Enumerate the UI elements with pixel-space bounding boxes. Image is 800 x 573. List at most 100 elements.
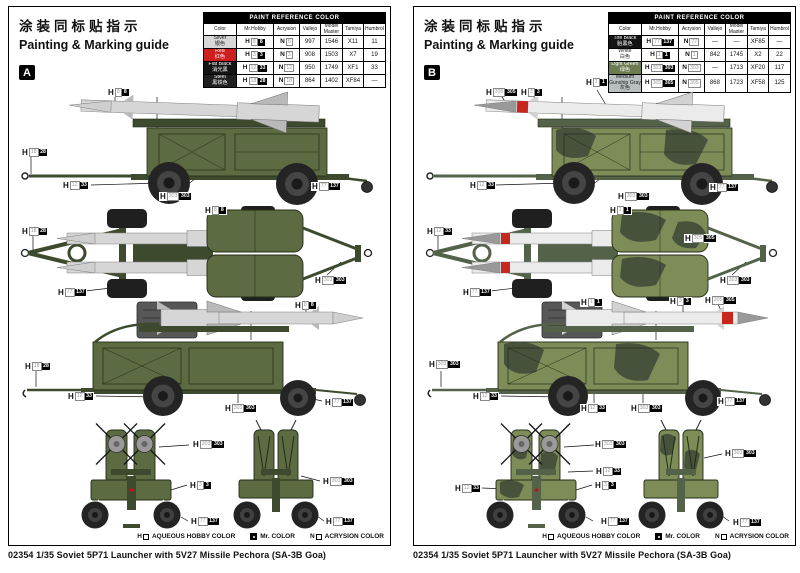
product-title: 02354 1/35 Soviet 5P71 Launcher with 5V2… <box>8 550 327 560</box>
acrysion-number: 3 <box>285 50 293 60</box>
color-swatch-cell: Light Green 绿色 <box>607 61 642 75</box>
mr-color-number: 303 <box>663 64 675 72</box>
color-name: Flat Black <box>208 61 232 68</box>
color-name: Steel <box>214 74 226 81</box>
missile-graphic <box>69 91 320 134</box>
col-humbrol: Humbrol <box>362 23 387 36</box>
view-side-travel: H 8 8 H 18 28 H 12 33 H <box>11 296 388 422</box>
acrysion-number: 1 <box>690 50 698 60</box>
acrysion-number: 18 <box>284 76 295 86</box>
humbrol-value: 22 <box>767 48 792 62</box>
acrysion-number: 8 <box>285 37 293 47</box>
col-vallejo: Vallejo <box>298 23 321 36</box>
aqueous-prefix: H <box>650 50 655 58</box>
vallejo-value: 950 <box>298 61 321 75</box>
paint-reference-table: PAINT REFERENCE COLOR Color Mr.Hobby Acr… <box>202 12 387 88</box>
white-box-icon <box>547 533 554 540</box>
aqueous-number: 77 <box>652 37 662 47</box>
modelmaster-value: 1749 <box>319 61 343 75</box>
col-color: Color <box>607 23 642 36</box>
tamiya-value: X11 <box>341 35 364 49</box>
col-color: Color <box>202 23 237 36</box>
rear-view-graphic <box>638 419 724 529</box>
top-view-illustration <box>425 206 778 301</box>
drawbar-graphic <box>22 388 93 398</box>
tamiya-value: X7 <box>341 48 364 62</box>
panel-title-chinese: 涂装同标贴指示 <box>424 19 547 34</box>
col-humbrol: Humbrol <box>767 23 792 36</box>
vallejo-value: 842 <box>703 48 726 62</box>
legend-mr-label: Mr. COLOR <box>260 533 295 540</box>
color-name: White <box>618 48 632 55</box>
color-swatch-cell: White 白色 <box>607 48 642 62</box>
white-box-icon <box>720 533 727 540</box>
paint-reference-table: PAINT REFERENCE COLOR Color Mr.Hobby Acr… <box>607 12 792 94</box>
color-name-cn: 白色 <box>619 54 631 60</box>
aqueous-number: 12 <box>248 63 259 73</box>
top-view-illustration <box>20 206 373 301</box>
color-name: Tire Black <box>613 35 637 42</box>
paint-table-header-row: Color Mr.Hobby Acrysion Vallejo Model Ma… <box>202 23 387 36</box>
white-box-icon <box>315 533 322 540</box>
paint-table-header-row: Color Mr.Hobby Acrysion Vallejo Model Ma… <box>607 23 792 36</box>
modelmaster-value: 1713 <box>724 61 748 75</box>
humbrol-value: — <box>767 35 792 49</box>
side-elevated-illustration <box>21 91 373 205</box>
aqueous-number: 18 <box>248 76 259 86</box>
panel-b-titles: 涂装同标贴指示 Painting & Marking guide <box>424 15 574 52</box>
mr-color-number: 1 <box>599 79 607 86</box>
rear-frame-graphic <box>302 226 373 281</box>
trailer-body-graphic <box>486 322 721 394</box>
acrysion-number: 12 <box>284 63 295 73</box>
humbrol-value: 11 <box>362 35 387 49</box>
acrysion-prefix: N <box>682 63 687 71</box>
front-view-graphic <box>486 423 586 529</box>
side-travel-illustration <box>22 300 366 416</box>
view-side-elevated: H 8 8 H 18 28 H 12 33 H <box>11 86 388 206</box>
aqueous-number: 8 <box>250 37 258 47</box>
paint-table-title: PAINT REFERENCE COLOR <box>202 12 387 24</box>
aqueous-prefix: H <box>242 76 248 84</box>
front-rear-illustration <box>481 419 730 529</box>
tamiya-value: XF85 <box>746 35 769 49</box>
humbrol-value: 125 <box>767 73 792 94</box>
view-top: H 1 1 H 12 33 H 77 137 H <box>416 206 793 301</box>
acrysion-number: 305 <box>687 79 701 88</box>
panel-title-chinese: 涂装同标贴指示 <box>19 19 142 34</box>
legend-acrysion-label: ACRYSION COLOR <box>729 533 789 540</box>
view-top: H 8 8 H 18 28 H 77 137 H <box>11 206 388 301</box>
white-box-icon <box>142 533 149 540</box>
color-name: Light Green <box>611 61 639 68</box>
front-view-graphic <box>81 423 181 529</box>
modelmaster-value: 1546 <box>319 35 343 49</box>
color-swatch-cell: Silver 银色 <box>202 35 237 49</box>
drawbar-graphic <box>426 172 554 180</box>
side-elevated-illustration <box>426 89 778 205</box>
panel-b: 涂装同标贴指示 Painting & Marking guide B PAINT… <box>413 6 796 560</box>
col-modelmaster: Model Master <box>319 23 343 36</box>
launch-rail-covers-graphic <box>611 209 709 298</box>
aqueous-prefix: H <box>644 79 650 87</box>
color-name-cn: 绿色 <box>619 67 631 73</box>
mr-color-number: 137 <box>661 38 674 46</box>
drawbar-graphic <box>21 172 149 180</box>
color-name: Silver <box>213 35 227 42</box>
mr-color-number: 28 <box>258 77 268 85</box>
acrysion-prefix: N <box>278 63 284 71</box>
scheme-letter-badge: A <box>19 65 35 80</box>
color-name: Red <box>215 48 225 55</box>
